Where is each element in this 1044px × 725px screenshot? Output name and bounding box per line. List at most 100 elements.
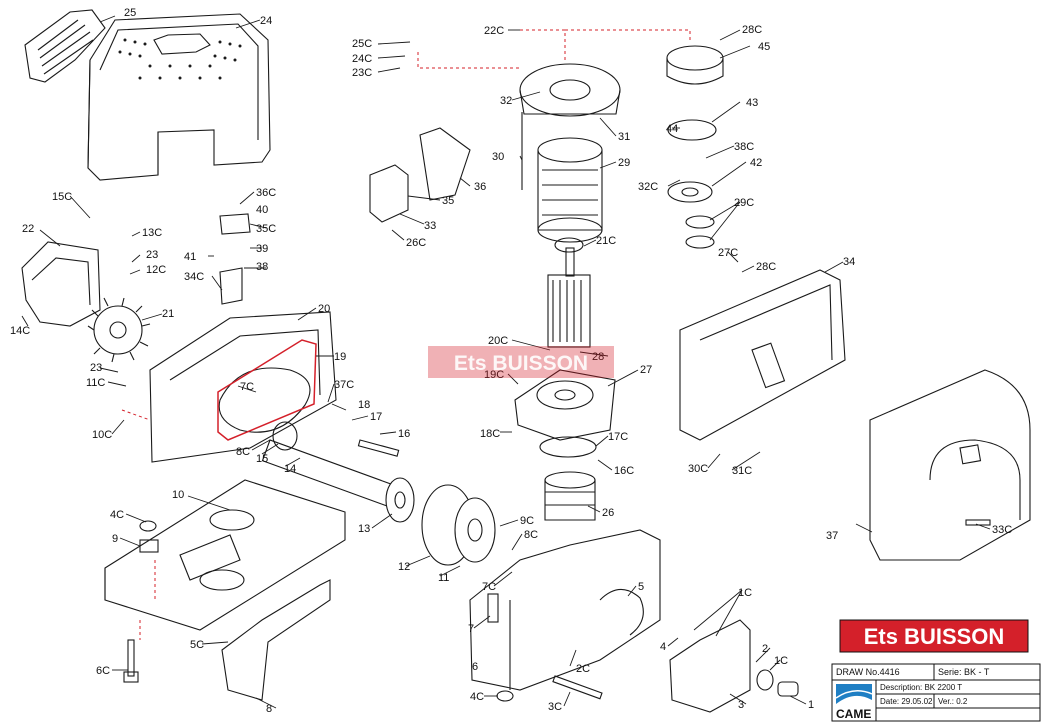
brand-logo: Ets BUISSON (839, 619, 1029, 653)
part-label: 41 (184, 251, 196, 263)
gasket-19 (217, 339, 317, 441)
part-label: 21 (162, 308, 174, 320)
part-label: 16 (398, 428, 410, 440)
description-label: Description: BK 2200 T (880, 683, 962, 692)
part-label: 29 (618, 157, 630, 169)
spring-7 (487, 593, 499, 623)
part-label: 38C (734, 141, 754, 153)
part-label: 26 (602, 507, 614, 519)
part-label: 28 (592, 351, 604, 363)
clip-38-39-40 (219, 213, 251, 305)
part-label: 8 (266, 703, 272, 715)
part-label: 23 (146, 249, 158, 261)
part-label: 36C (256, 187, 276, 199)
part-label: 37 (826, 530, 838, 542)
part-label: 4 (660, 641, 666, 653)
leader-lines (21, 15, 991, 709)
motor-cover-24 (87, 13, 271, 181)
terminal-bracket-36 (419, 127, 471, 201)
part-label: 19 (334, 351, 346, 363)
part-label: 5 (638, 581, 644, 593)
part-label: 3C (548, 701, 562, 713)
series-label: Serie: BK - T (938, 667, 990, 677)
part-label: 1 (808, 699, 814, 711)
part-label: 23C (352, 67, 372, 79)
part-label: 24 (260, 15, 272, 27)
part-label: 12 (398, 561, 410, 573)
part-label: 29C (734, 197, 754, 209)
part-label: 16C (614, 465, 634, 477)
part-label: 14 (284, 463, 296, 475)
part-label: 6 (472, 661, 478, 673)
part-label: 8C (236, 446, 250, 458)
nut-4c-bottom (496, 690, 514, 702)
vent-grille-25 (24, 9, 106, 83)
part-label: 13 (358, 523, 370, 535)
lock-cylinder-2 (756, 669, 774, 691)
came-logo-text: CAME (836, 707, 871, 721)
part-label: 15C (52, 191, 72, 203)
part-label: 2 (762, 643, 768, 655)
part-label: 9 (112, 533, 118, 545)
cover-vent-dots (118, 38, 242, 80)
brand-watermark: Ets BUISSON (428, 346, 614, 378)
part-label: 2C (576, 663, 590, 675)
part-label: 38 (256, 261, 268, 273)
part-label: 37C (334, 379, 354, 391)
watermark-text: Ets BUISSON (454, 352, 588, 375)
part-label: 31 (618, 131, 630, 143)
part-label: 7 (468, 623, 474, 635)
part-label: 5C (190, 639, 204, 651)
part-label: 27C (718, 247, 738, 259)
part-label: 20C (488, 335, 508, 347)
part-label: 10 (172, 489, 184, 501)
part-label: 8C (524, 529, 538, 541)
part-label: 6C (96, 665, 110, 677)
part-label: 22C (484, 25, 504, 37)
part-label: 30 (492, 151, 504, 163)
part-label: 40 (256, 204, 268, 216)
part-label: 12C (146, 264, 166, 276)
part-label: 11C (86, 377, 105, 389)
pinion-21 (87, 297, 151, 363)
coupling-26 (544, 471, 596, 521)
part-drawing (21, 9, 1031, 713)
part-label: 43 (746, 97, 758, 109)
version-label: Ver.: 0.2 (938, 697, 968, 706)
disc-43 (667, 119, 717, 141)
outer-casing-37 (869, 369, 1031, 561)
part-label: 35C (256, 223, 276, 235)
part-label: 17C (608, 431, 628, 443)
support-bracket-34 (679, 269, 846, 441)
part-label: 15 (256, 453, 268, 465)
part-label: 32 (500, 95, 512, 107)
came-logo-mark (835, 684, 873, 704)
part-label: 18C (480, 428, 500, 440)
side-cover-3 (669, 619, 751, 713)
part-label: 3 (738, 699, 744, 711)
part-label: 33 (424, 220, 436, 232)
part-label: 26C (406, 237, 426, 249)
part-label: 19C (484, 369, 504, 381)
part-label: 14C (10, 325, 30, 337)
bolt-6c (123, 639, 139, 683)
lock-1 (777, 681, 799, 697)
part-label: 25C (352, 38, 372, 50)
part-label: 11 (438, 572, 449, 584)
part-label: 32C (638, 181, 658, 193)
part-labels: 25 24 25C 24C 23C 22C 28C 45 32 31 43 44… (10, 7, 1012, 715)
gear-housing-20 (149, 311, 337, 463)
washer-29c (685, 215, 715, 249)
part-label: 28C (756, 261, 776, 273)
part-label: 27 (640, 364, 652, 376)
part-label: 21C (596, 235, 616, 247)
nut-4c-top (139, 520, 157, 532)
assembly-hint-lines (121, 29, 691, 640)
part-label: 22 (22, 223, 34, 235)
part-label: 25 (124, 7, 136, 19)
terminal-block-33 (369, 164, 409, 223)
mounting-bracket-8 (221, 579, 331, 701)
rotor-28 (547, 237, 591, 348)
part-label: 30C (688, 463, 708, 475)
